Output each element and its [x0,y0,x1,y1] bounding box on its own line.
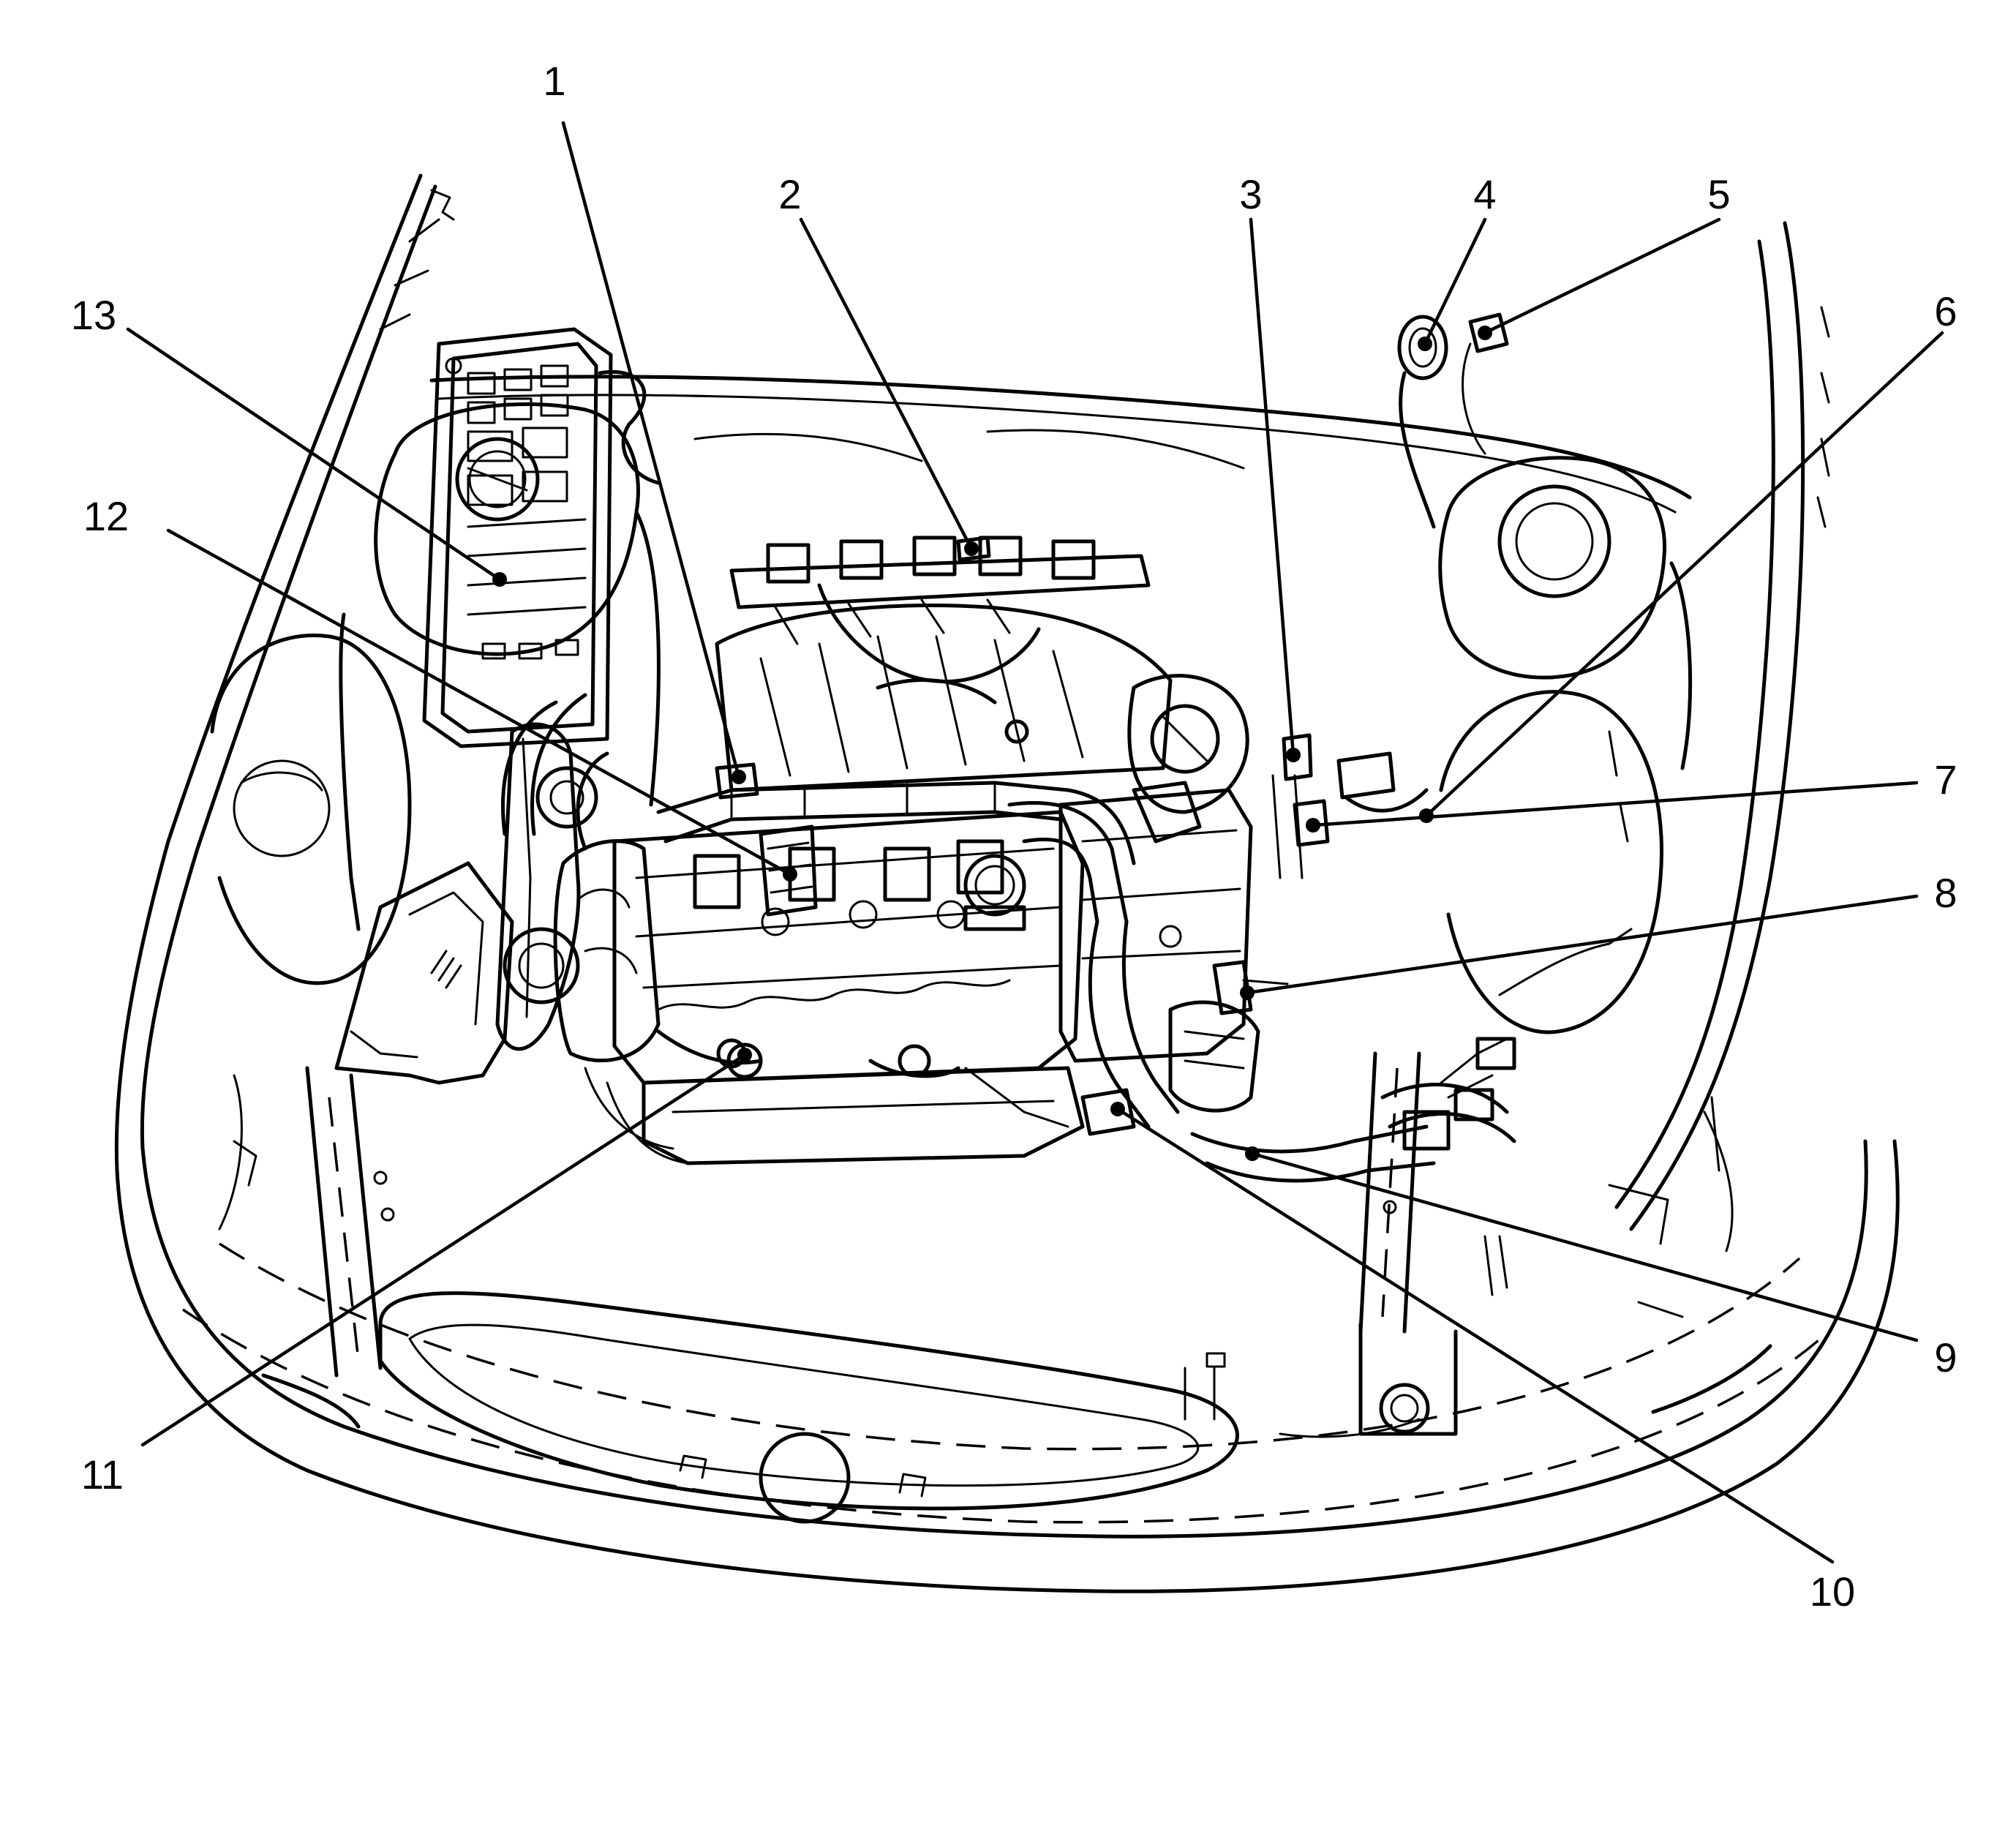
callout-labels: 1 2 3 4 5 6 7 8 9 10 11 12 13 [71,58,1957,1615]
callout-10: 10 [1810,1568,1855,1615]
callout-12: 12 [83,493,129,539]
callout-8: 8 [1934,870,1957,916]
callout-9: 9 [1934,1334,1957,1380]
engine-assembly [495,536,1436,1183]
callout-7: 7 [1934,756,1957,803]
harness-components [715,312,1633,1151]
vehicle-body [114,173,1900,1593]
right-strut-tower [1438,456,1734,1252]
underhood-fuse-block [422,327,661,748]
callout-11: 11 [81,1451,124,1498]
callout-1: 1 [543,58,565,104]
callout-leaders [126,121,1944,1564]
callout-3: 3 [1239,171,1262,217]
callout-2: 2 [778,171,801,217]
callout-4: 4 [1473,171,1496,217]
callout-13: 13 [71,292,116,338]
left-strut-tower [210,402,661,985]
callout-5: 5 [1707,171,1730,217]
callout-6: 6 [1934,288,1957,334]
left-lower-shield [334,861,514,1085]
